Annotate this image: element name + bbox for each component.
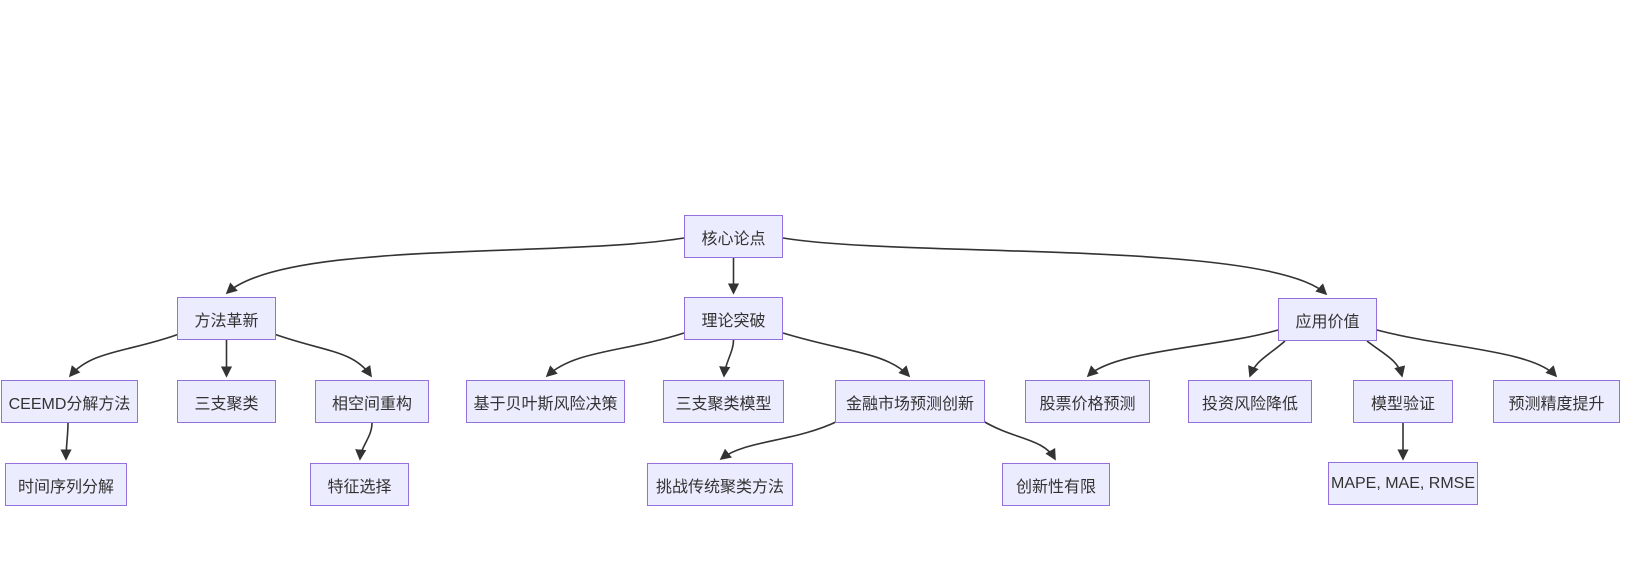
edges-group [60, 237, 1558, 461]
node-limited-novelty: 创新性有限 [1002, 463, 1110, 506]
edge-theory-breakthrough-to-three-way-cluster-model [719, 339, 735, 378]
node-challenge-traditional-clustering: 挑战传统聚类方法 [647, 463, 793, 506]
node-ceemd-decomposition: CEEMD分解方法 [1, 380, 138, 423]
node-phase-space-reconstruction: 相空间重构 [315, 380, 429, 423]
node-time-series-decomposition: 时间序列分解 [5, 463, 127, 506]
node-bayesian-risk-decision: 基于贝叶斯风险决策 [466, 380, 625, 423]
edge-core-thesis-to-application-value [782, 237, 1328, 296]
node-method-innovation: 方法革新 [177, 297, 276, 340]
node-model-validation: 模型验证 [1353, 380, 1453, 423]
edge-financial-forecast-innovation-to-limited-novelty [982, 420, 1056, 461]
node-application-value: 应用价值 [1278, 298, 1377, 341]
node-feature-selection: 特征选择 [310, 463, 409, 506]
node-stock-price-forecast: 股票价格预测 [1025, 380, 1150, 423]
edge-application-value-to-investment-risk-reduction [1248, 340, 1286, 378]
edge-phase-space-reconstruction-to-feature-selection [355, 422, 373, 461]
edge-application-value-to-model-validation [1366, 340, 1406, 378]
edge-method-innovation-to-phase-space-reconstruction [273, 333, 372, 378]
node-error-metrics: MAPE, MAE, RMSE [1328, 462, 1478, 505]
node-core-thesis: 核心论点 [684, 215, 783, 258]
node-investment-risk-reduction: 投资风险降低 [1188, 380, 1312, 423]
edge-core-thesis-to-method-innovation [225, 237, 685, 295]
node-three-way-cluster-model: 三支聚类模型 [663, 380, 784, 423]
edge-application-value-to-forecast-precision [1376, 329, 1558, 378]
node-forecast-precision: 预测精度提升 [1493, 380, 1620, 423]
edge-application-value-to-stock-price-forecast [1086, 329, 1279, 378]
edge-financial-forecast-innovation-to-challenge-traditional-clustering [719, 420, 839, 461]
edge-theory-breakthrough-to-financial-forecast-innovation [782, 332, 911, 378]
edge-theory-breakthrough-to-bayesian-risk-decision [545, 332, 685, 378]
node-three-way-clustering: 三支聚类 [177, 380, 276, 423]
edge-method-innovation-to-ceemd-decomposition [68, 333, 180, 378]
node-theory-breakthrough: 理论突破 [684, 297, 783, 340]
edge-ceemd-decomposition-to-time-series-decomposition [60, 422, 72, 461]
node-financial-forecast-innovation: 金融市场预测创新 [835, 380, 985, 423]
